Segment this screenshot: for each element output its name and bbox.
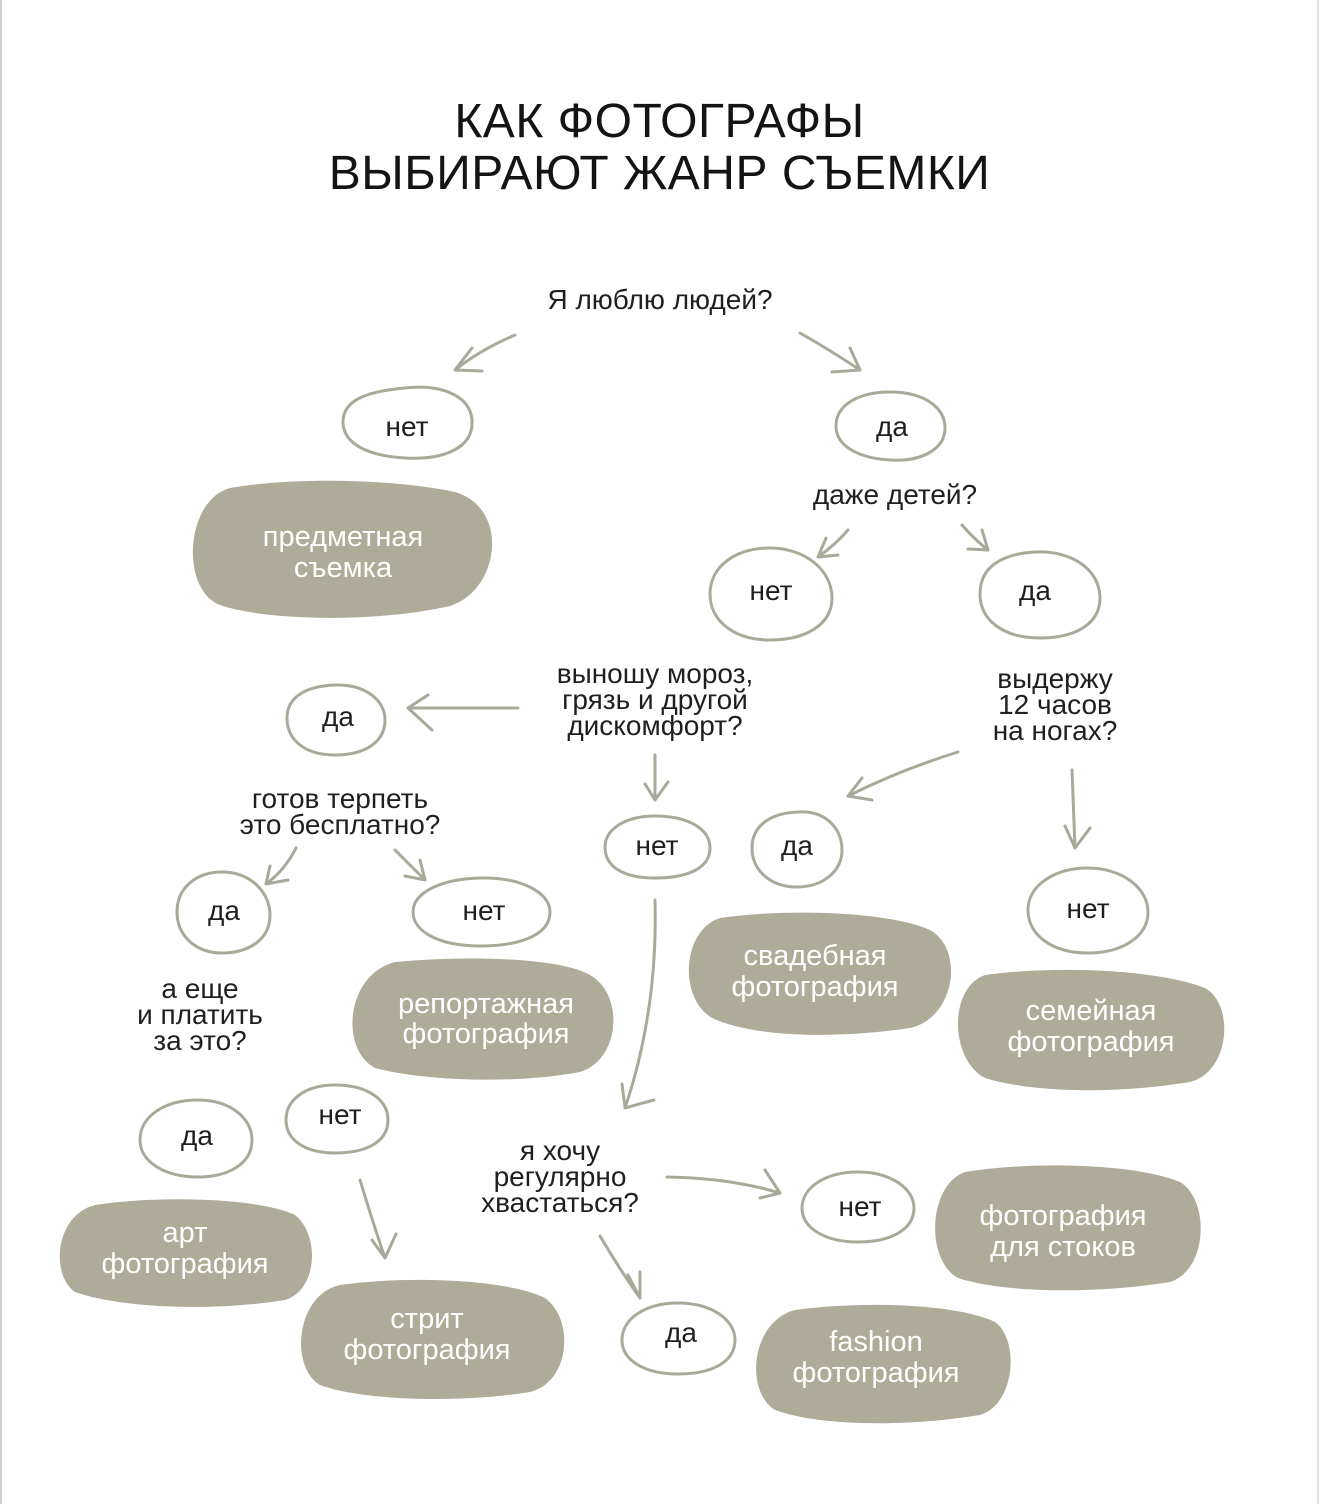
question-and-pay-line-2: и платить xyxy=(137,999,263,1030)
result-stock-line-2: для стоков xyxy=(990,1231,1136,1263)
answer-hours-yes: да xyxy=(750,810,844,889)
answer-pay-yes-label: да xyxy=(181,1120,213,1151)
page-title: КАК ФОТОГРАФЫ ВЫБИРАЮТ ЖАНР СЪЕМКИ xyxy=(0,96,1319,200)
question-and-pay: а еще и платить за это? xyxy=(110,973,290,1056)
answer-pay-yes: да xyxy=(138,1098,254,1179)
question-endure-free: готов терпеть это бесплатно? xyxy=(205,783,475,840)
question-and-pay-line-3: за это? xyxy=(153,1025,247,1056)
result-stock-line-1: фотография xyxy=(979,1200,1146,1232)
arrow-discomfort-no xyxy=(643,753,670,802)
question-show-off-line-1: я хочу xyxy=(519,1135,601,1166)
question-love-people-text: Я люблю людей? xyxy=(547,284,773,315)
question-twelve-hours-line-2: 12 часов xyxy=(998,689,1112,720)
answer-hours-no-label: нет xyxy=(1067,893,1110,924)
arrow-showoff-yes xyxy=(598,1234,642,1300)
result-reportage-line-2: фотография xyxy=(402,1018,569,1050)
answer-free-yes-label: да xyxy=(208,895,240,926)
question-twelve-hours-line-1: выдержу xyxy=(997,663,1113,694)
answer-showoff-no: нет xyxy=(800,1170,916,1244)
answer-root-no-label: нет xyxy=(386,411,429,442)
title-line-1: КАК ФОТОГРАФЫ xyxy=(454,95,865,148)
question-discomfort-line-2: грязь и другой xyxy=(562,684,748,715)
answer-children-no: нет xyxy=(708,546,834,642)
result-wedding-line-2: фотография xyxy=(731,971,898,1003)
answer-free-no-label: нет xyxy=(463,895,506,926)
arrows xyxy=(264,331,1092,1300)
result-street-line-2: фотография xyxy=(343,1334,510,1366)
title-line-2: ВЫБИРАЮТ ЖАНР СЪЕМКИ xyxy=(328,147,991,200)
answer-showoff-yes: да xyxy=(620,1301,737,1376)
result-reportage-line-1: репортажная xyxy=(398,988,574,1020)
answer-showoff-no-label: нет xyxy=(839,1191,882,1222)
arrow-children-no xyxy=(816,528,850,559)
question-and-pay-line-1: а еще xyxy=(161,973,239,1004)
arrow-to-showoff xyxy=(620,898,657,1110)
result-art-line-2: фотография xyxy=(101,1248,268,1280)
question-endure-free-line-2: это бесплатно? xyxy=(239,809,441,840)
answer-discomfort-no-label: нет xyxy=(636,830,679,861)
answer-root-yes: да xyxy=(834,390,947,462)
arrow-showoff-no xyxy=(665,1168,782,1200)
answer-children-yes: да xyxy=(978,550,1102,640)
result-street-line-1: стрит xyxy=(390,1303,463,1335)
answer-showoff-yes-label: да xyxy=(665,1317,697,1348)
left-border xyxy=(0,0,2,1504)
result-fashion: fashion фотография xyxy=(756,1304,1011,1424)
result-fashion-line-1: fashion xyxy=(829,1326,923,1358)
answer-pay-no-label: нет xyxy=(319,1099,362,1130)
result-wedding-line-1: свадебная xyxy=(744,940,887,972)
question-even-children-text: даже детей? xyxy=(812,479,978,510)
result-object-line-2: съемка xyxy=(294,552,393,584)
arrow-to-street xyxy=(358,1178,398,1260)
question-discomfort-line-3: дискомфорт? xyxy=(567,710,743,741)
question-discomfort: выношу мороз, грязь и другой дискомфорт? xyxy=(520,658,790,741)
arrow-root-no xyxy=(453,333,517,373)
result-reportage: репортажная фотография xyxy=(352,958,614,1080)
answer-hours-no: нет xyxy=(1026,866,1150,955)
question-show-off-line-3: хвастаться? xyxy=(481,1187,639,1218)
arrow-discomfort-yes xyxy=(406,693,520,732)
result-stock: фотография для стоков xyxy=(935,1165,1201,1291)
answer-children-yes-label: да xyxy=(1019,575,1051,606)
question-discomfort-line-1: выношу мороз, xyxy=(556,658,754,689)
question-twelve-hours-line-3: на ногах? xyxy=(992,715,1118,746)
arrow-hours-yes xyxy=(846,750,960,802)
answer-children-no-label: нет xyxy=(750,575,793,606)
arrow-hours-no xyxy=(1063,768,1092,850)
right-border xyxy=(1317,0,1319,1504)
arrow-free-no xyxy=(393,848,427,882)
result-wedding: свадебная фотография xyxy=(688,912,952,1035)
question-endure-free-line-1: готов терпеть xyxy=(251,783,429,814)
arrow-root-yes xyxy=(798,331,862,374)
result-street: стрит фотография xyxy=(301,1279,565,1400)
result-object: предметная съемка xyxy=(192,480,493,618)
result-art-line-1: арт xyxy=(163,1217,208,1249)
result-art: арт фотография xyxy=(59,1199,312,1307)
answer-root-no: нет xyxy=(341,385,474,460)
question-love-people: Я люблю людей? xyxy=(460,284,860,315)
answer-discomfort-no: нет xyxy=(603,814,712,880)
result-family: семейная фотография xyxy=(957,969,1225,1091)
answer-pay-no: нет xyxy=(284,1083,390,1155)
arrow-children-yes xyxy=(960,523,990,552)
answer-root-yes-label: да xyxy=(876,411,908,442)
answer-free-no: нет xyxy=(411,876,552,948)
result-object-line-1: предметная xyxy=(263,521,423,553)
question-twelve-hours: выдержу 12 часов на ногах? xyxy=(970,663,1140,746)
question-show-off: я хочу регулярно хвастаться? xyxy=(455,1135,665,1218)
answer-hours-yes-label: да xyxy=(781,830,813,861)
answer-free-yes: да xyxy=(175,870,272,955)
result-fashion-line-2: фотография xyxy=(792,1357,959,1389)
question-even-children: даже детей? xyxy=(790,479,1000,510)
result-family-line-1: семейная xyxy=(1026,995,1157,1027)
arrow-free-yes xyxy=(264,846,298,886)
answer-discomfort-yes: да xyxy=(285,683,387,757)
result-family-line-2: фотография xyxy=(1007,1026,1174,1058)
question-show-off-line-2: регулярно xyxy=(493,1161,627,1192)
answer-discomfort-yes-label: да xyxy=(322,701,354,732)
